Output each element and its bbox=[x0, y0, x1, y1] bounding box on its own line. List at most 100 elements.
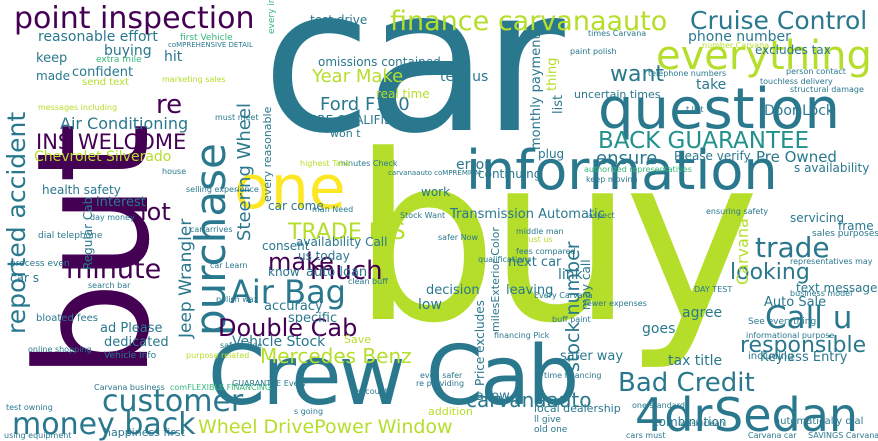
word-ensure: ensure bbox=[596, 148, 658, 169]
word-ins-welcome: INS WELCOME bbox=[36, 130, 187, 154]
word-uncertain-times: uncertain times bbox=[574, 88, 661, 101]
word-using-equipment: using equipment bbox=[4, 431, 72, 440]
word-bloated-fees: bloated fees bbox=[36, 313, 99, 324]
word-pre-owned: Pre Owned bbox=[756, 148, 837, 166]
word-accuracy: accuracy bbox=[264, 299, 323, 314]
word-door-lock: Door Lock bbox=[764, 103, 835, 119]
word-happiness-first: happiness first bbox=[104, 426, 185, 439]
word-car-arrives: car arrives bbox=[190, 225, 233, 234]
word-telephone-numbers: telephone numbers bbox=[648, 69, 727, 78]
word-buff-paint: buff paint bbox=[552, 315, 591, 324]
word-test-drive: test drive bbox=[310, 13, 368, 27]
word-question: question bbox=[598, 77, 840, 142]
word-receiving-calls: receiving calls bbox=[300, 23, 358, 32]
word-plug: plug bbox=[538, 147, 565, 161]
word-see-everything: See everything bbox=[748, 317, 817, 327]
word-us-today: us today bbox=[298, 249, 350, 263]
word-paint-polish: paint polish bbox=[570, 47, 617, 56]
word-omissions-contained: omissions contained bbox=[318, 55, 441, 69]
word-customer: customer bbox=[102, 384, 244, 419]
word-every-carvana: Every Carvana bbox=[534, 291, 593, 300]
word-vehicle-info: Vehicle Info bbox=[104, 351, 157, 361]
word-health-safety: health safety bbox=[42, 183, 121, 197]
word-automatically-dial: automatically dial bbox=[774, 416, 864, 427]
word-mercedes-benz: Mercedes Benz bbox=[260, 344, 412, 368]
word-minutes-check: minutes Check bbox=[338, 159, 398, 168]
word-informational-purpose: informational purpose bbox=[746, 331, 835, 340]
word-test-owning: test owning bbox=[6, 403, 53, 412]
word-bad-credit: Bad Credit bbox=[618, 368, 755, 398]
word-take: take bbox=[696, 77, 727, 93]
word-made: made bbox=[36, 69, 71, 83]
word-car: car bbox=[262, 0, 565, 178]
word-back-guarantee: BACK GUARANTEE bbox=[598, 128, 810, 154]
word-chevrolet-silverado: Chevrolet Silverado bbox=[34, 149, 172, 165]
word-allow: allow bbox=[476, 389, 510, 404]
word-day-money: day money bbox=[90, 213, 135, 222]
word-search-bar: search bar bbox=[88, 281, 131, 290]
word-polish-wax: polish wax bbox=[216, 295, 259, 304]
word-s-availability: s availability bbox=[794, 161, 870, 175]
word-hit: hit bbox=[164, 49, 183, 65]
word-extra-mile: extra mile bbox=[96, 55, 142, 65]
word-dial-telephone: dial telephone bbox=[38, 231, 103, 241]
word-vehicle-stock: Vehicle Stock bbox=[232, 334, 326, 350]
word-one: one bbox=[234, 153, 346, 223]
word-structural-damage: structural damage bbox=[790, 85, 864, 94]
word-times-carvana: times Carvana bbox=[588, 29, 647, 38]
word-double-cab: Double Cab bbox=[218, 314, 358, 342]
word-one-standard: one standard bbox=[632, 401, 685, 410]
word-dedicated: dedicated bbox=[104, 335, 169, 350]
word-online-shopping: online shopping bbox=[28, 345, 92, 354]
word-crew-cab: Crew Cab bbox=[208, 329, 579, 424]
word-make: make bbox=[268, 248, 334, 276]
word-wont: won t bbox=[330, 127, 361, 140]
word-link: link bbox=[558, 267, 583, 283]
word-clean-buff: clean buff bbox=[348, 277, 388, 286]
word-excludes-tax: excludes tax bbox=[755, 43, 831, 57]
word-business-model: business model bbox=[790, 289, 853, 298]
word-year-make: Year Make bbox=[312, 66, 404, 87]
word-information: information bbox=[466, 139, 778, 202]
word-selling-experience: selling experience bbox=[186, 185, 259, 194]
word-save: Save bbox=[344, 333, 372, 346]
word-keyless-entry: Keyless Entry bbox=[760, 350, 848, 365]
word-trade: trade bbox=[755, 231, 830, 264]
word-guarantee-every: GUARANTEE Every bbox=[232, 379, 307, 388]
word-re-providing: re providing bbox=[416, 379, 465, 388]
word-low: low bbox=[418, 297, 442, 313]
word-carvanaauto-compremium: carvanaauto coMPREMIUM bbox=[388, 169, 482, 177]
word-ad-please: ad Please bbox=[100, 321, 163, 336]
word-wash-clean: wash clean bbox=[680, 419, 725, 428]
word-comprehensive-detail: coMPREHENSIVE DETAIL bbox=[168, 41, 253, 49]
word-jeep-wrangler: Jeep Wrangler bbox=[176, 218, 196, 338]
word-reported-accident: reported accident bbox=[2, 111, 31, 334]
word-sedan: Sedan bbox=[714, 388, 859, 441]
word-stock-want: Stock Want bbox=[400, 211, 446, 220]
word-purpose-related: purpose related bbox=[186, 351, 250, 360]
word-goes: goes bbox=[642, 321, 676, 337]
word-agree: agree bbox=[682, 305, 723, 321]
word-car-learn: car Learn bbox=[210, 261, 248, 270]
word-trust-us: trust us bbox=[522, 235, 553, 244]
word-know: know bbox=[268, 265, 300, 279]
word-marketing-sales: marketing sales bbox=[162, 75, 226, 84]
word-buy: buy bbox=[352, 107, 760, 374]
word-touchless-delivery: touchless delivery bbox=[760, 77, 833, 86]
word-finance-carvanaauto: finance carvanaauto bbox=[390, 6, 668, 37]
word-auto-sale: Auto Sale bbox=[764, 295, 827, 310]
word-local-dealership: local dealership bbox=[534, 402, 621, 415]
word-sales-purposes: sales purposes bbox=[812, 229, 878, 239]
word-old-one: old one bbox=[534, 425, 568, 435]
word-day-test: DAY TEST bbox=[694, 285, 733, 294]
word-car-come: car come bbox=[268, 199, 324, 213]
word-availability-call: availability Call bbox=[296, 235, 388, 249]
word-much: much bbox=[310, 256, 383, 286]
word-wheel-drivepower-window: Wheel DrivePower Window bbox=[198, 416, 453, 438]
word-t-list: t list bbox=[686, 105, 704, 114]
word-s-going: s going bbox=[294, 407, 324, 416]
word-safety-see: safety See bbox=[220, 341, 263, 350]
word-specific: specific bbox=[288, 311, 338, 326]
word-price-excludes: Price excludes bbox=[473, 300, 487, 386]
word-ford-f150: Ford F150 bbox=[320, 94, 410, 115]
